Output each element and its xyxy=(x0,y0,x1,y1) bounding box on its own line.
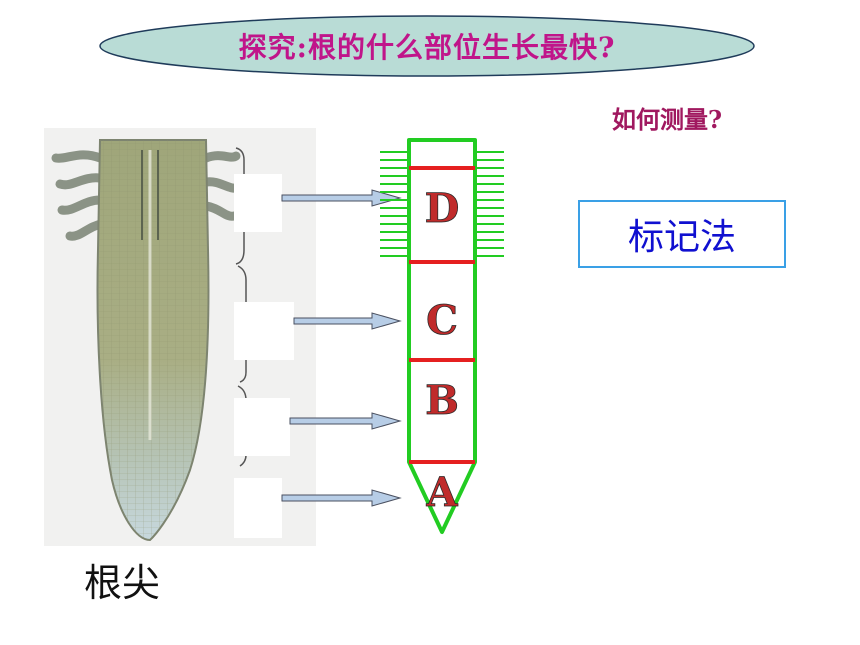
zone-label-c: C xyxy=(426,297,458,344)
zone-label-b: B xyxy=(425,377,459,424)
zone-label-d: D xyxy=(425,185,460,232)
root-tip-label: 根尖 xyxy=(84,552,160,607)
root-tip-image xyxy=(44,128,316,546)
zone-label-a: A xyxy=(425,469,458,516)
